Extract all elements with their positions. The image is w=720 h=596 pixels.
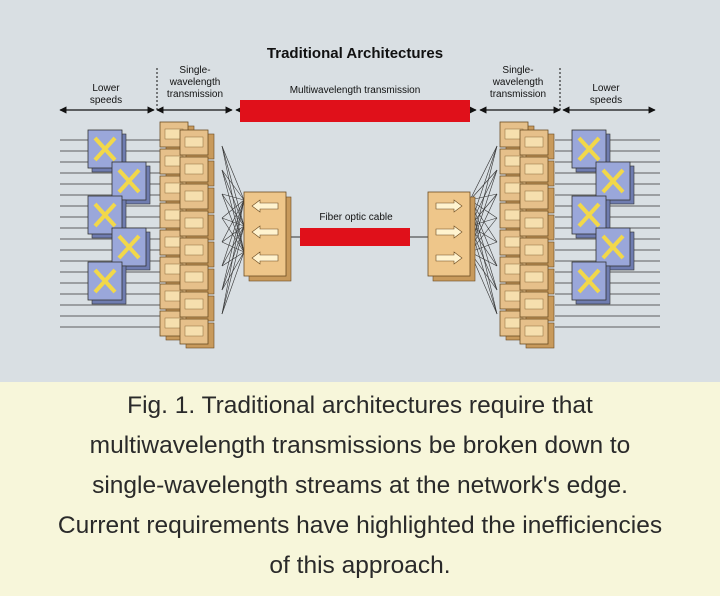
caption-line-3: single-wavelength streams at the network… [92,472,628,499]
single-wavelength-left-line2: wavelength [169,77,221,88]
wire [221,241,245,253]
single-wavelength-right-line2: wavelength [492,77,544,88]
single-wavelength-left-line3: transmission [167,89,223,100]
transceiver-port [184,271,204,283]
transceiver-stack-left-2 [179,129,215,349]
transceiver-port [184,190,204,202]
lower-speeds-left-line2: speeds [90,95,122,106]
switch-cross-icon [601,168,625,194]
switch-cross-icon [577,136,601,162]
transceiver-port [524,190,544,202]
wire [221,217,245,227]
switch-cross-icon [577,202,601,228]
switch-right-3 [571,195,611,239]
transceiver-port [184,325,204,337]
transceiver-port [524,163,544,175]
switch-cross-icon [93,268,117,294]
transceiver-port [184,244,204,256]
switch-cross-icon [93,136,117,162]
transceiver-port [184,298,204,310]
wire [221,251,245,315]
lower-speeds-right-line2: speeds [590,95,622,106]
wire [221,217,245,253]
wire [221,193,245,227]
wire [221,169,245,201]
transceiver-port [524,325,544,337]
wire [221,145,245,253]
caption-line-1: Fig. 1. Traditional architectures requir… [127,392,593,419]
mux-arrow-icon [435,251,463,265]
wire [221,199,245,291]
lower-speeds-right-line1: Lower [592,83,620,94]
mux-arrow-icon [251,225,279,239]
transceiver-port [524,136,544,148]
transceiver-port [524,217,544,229]
wire [221,193,245,201]
transceiver-port [184,136,204,148]
single-wavelength-right-line1: Single- [502,65,533,76]
wire [221,199,245,219]
wire [221,145,245,227]
single-wavelength-left-line1: Single- [179,65,210,76]
multiwavelength-bar [240,100,470,122]
switch-cross-icon [117,234,141,260]
multiwavelength-label: Multiwavelength transmission [290,85,421,96]
switch-left-5 [87,261,127,305]
transceiver-stack-right-2 [519,129,555,349]
mux-right [427,191,476,282]
wire [221,199,245,315]
wire [221,193,245,253]
diagram: Traditional Architectures Multiwavelengt… [0,0,720,382]
mux-left [243,191,292,282]
wire [469,169,498,201]
wire [221,169,245,253]
switch-cross-icon [601,234,625,260]
mux-arrow-icon [251,251,279,265]
transceiver-port [524,244,544,256]
devices [87,121,635,349]
diagram-canvas: Traditional Architectures Multiwavelengt… [59,45,660,349]
fiber-optic-cable-bar [300,228,410,246]
transceiver-port [524,298,544,310]
switch-cross-icon [117,168,141,194]
caption-line-2: multiwavelength transmissions be broken … [89,432,631,459]
caption-line-4: Current requirements have highlighted th… [57,512,663,539]
figure-caption: Fig. 1. Traditional architectures requir… [0,382,720,596]
single-wavelength-right-line3: transmission [490,89,546,100]
transceiver-port [524,271,544,283]
caption-line-5: of this approach. [269,552,451,579]
fiber-optic-cable-label: Fiber optic cable [319,212,393,223]
wire [221,251,245,267]
switch-right-5 [571,261,611,305]
wire [221,169,245,227]
wire [221,199,245,243]
mux-arrow-icon [435,225,463,239]
wire [221,225,245,315]
diagram-title: Traditional Architectures [267,45,443,62]
transceiver-port [184,217,204,229]
lower-speeds-left-line1: Lower [92,83,120,94]
mux-arrow-icon [251,199,279,213]
wire [221,145,245,201]
switch-cross-icon [93,202,117,228]
transceiver-module [519,264,549,291]
switch-left-3 [87,195,127,239]
switch-cross-icon [577,268,601,294]
wire [221,199,245,267]
mux-arrow-icon [435,199,463,213]
wire [221,225,245,243]
transceiver-port [184,163,204,175]
wire [469,145,498,201]
